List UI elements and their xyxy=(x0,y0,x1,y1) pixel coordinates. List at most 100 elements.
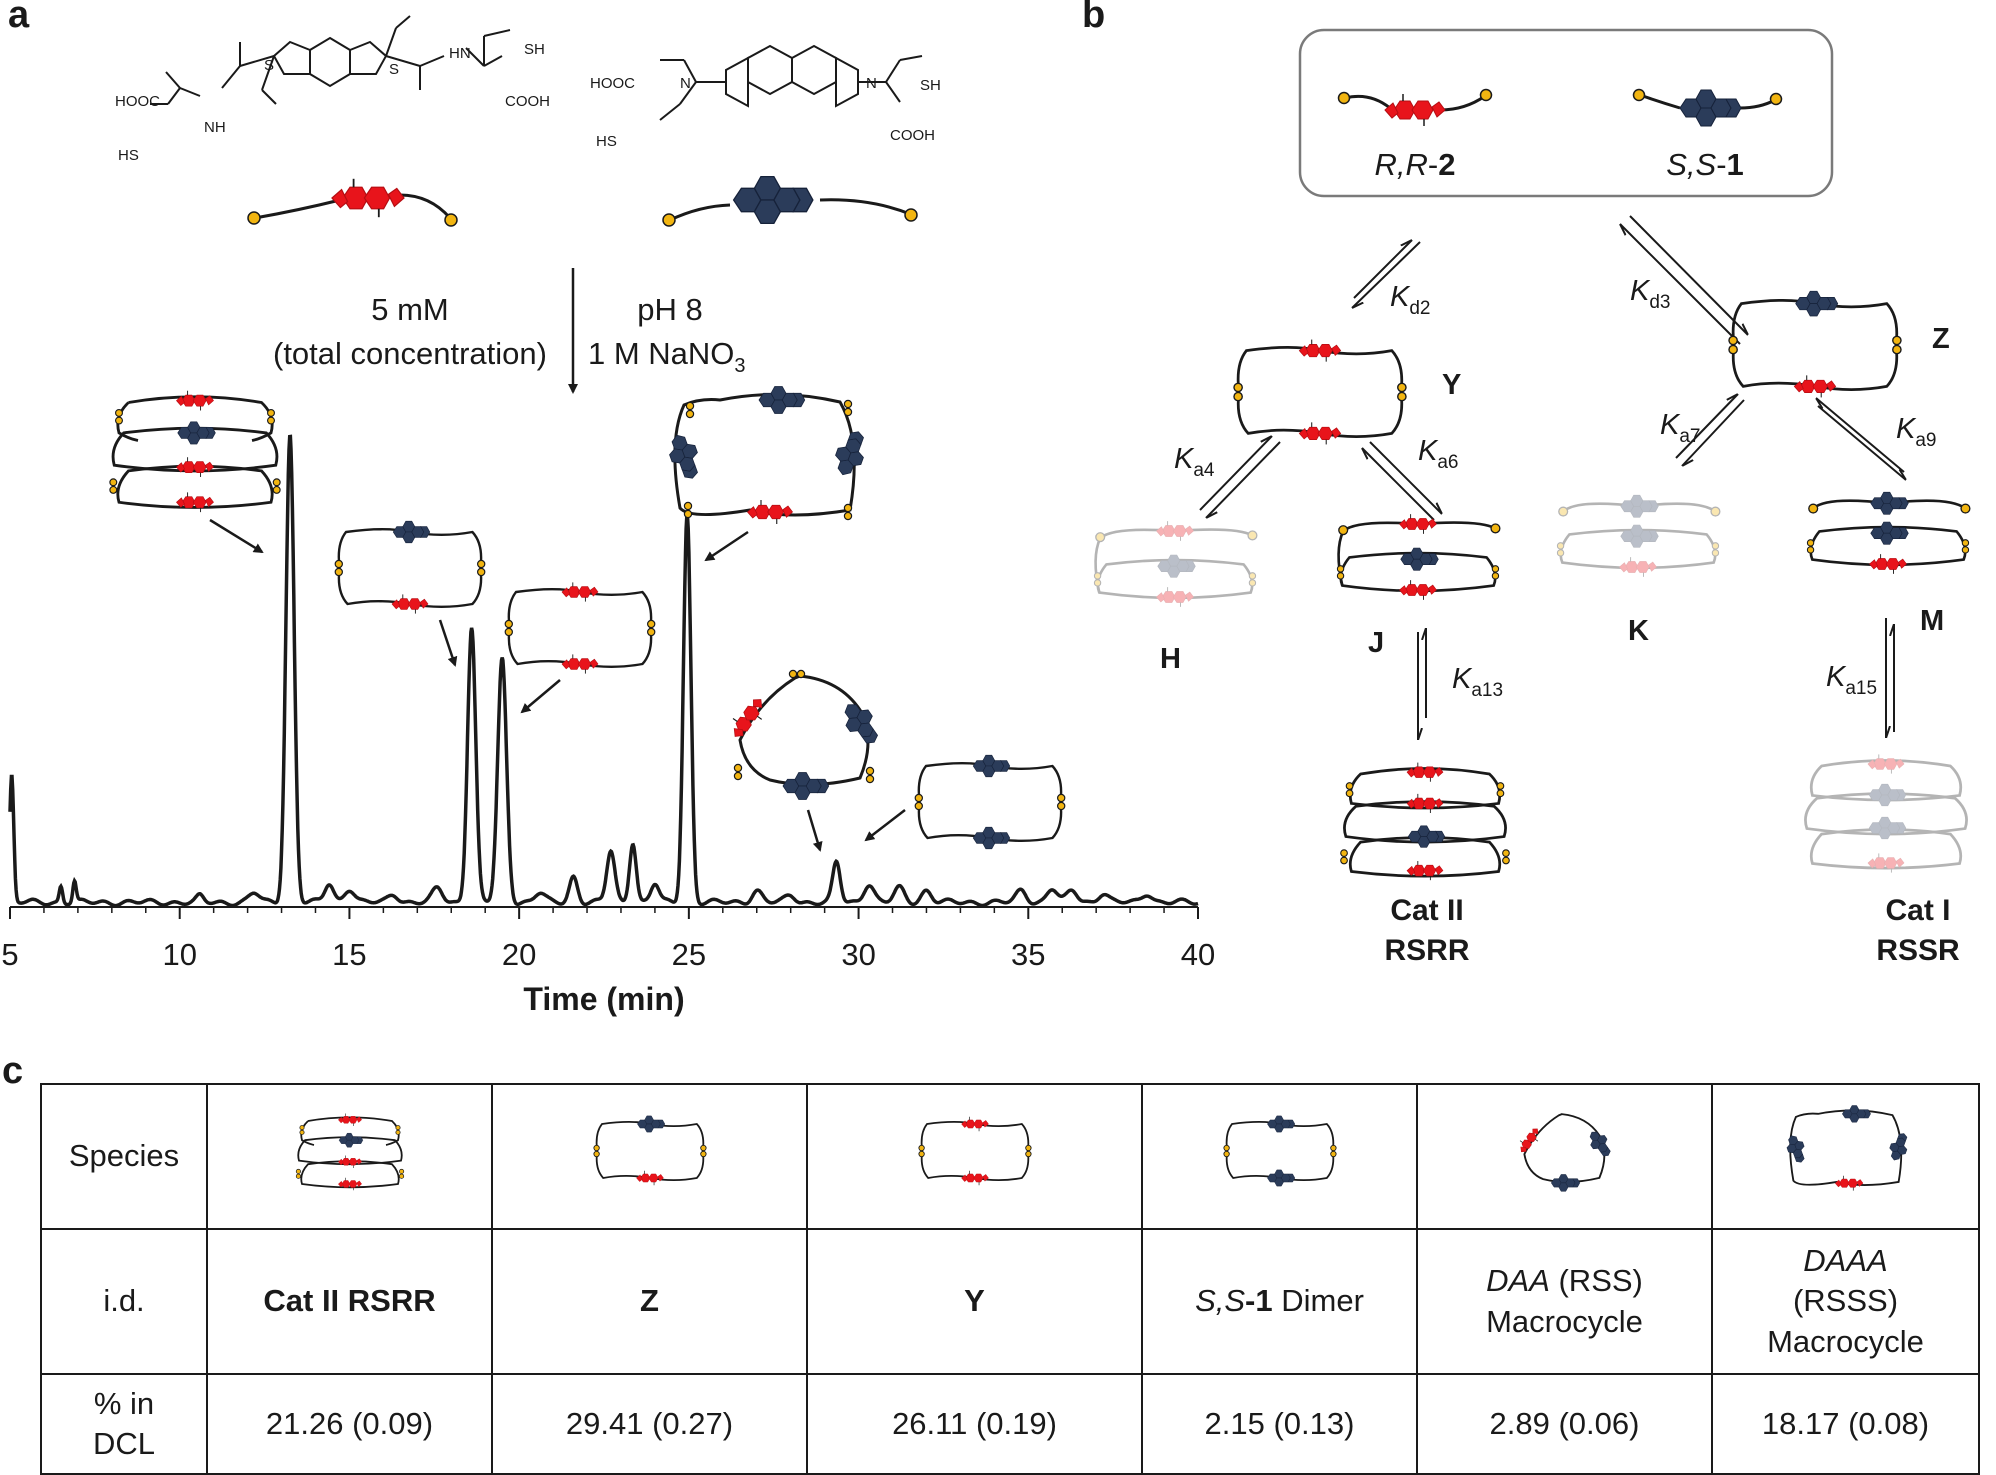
ka9-label-sub: a9 xyxy=(1915,430,1936,451)
kd2-label: Kd2 xyxy=(1390,281,1430,319)
ka6-label-sub: a6 xyxy=(1437,452,1458,473)
table-row-species: Species xyxy=(40,1083,1980,1230)
id-rss-italic: DAA xyxy=(1486,1263,1550,1299)
id-dimer: S,S-1 Dimer xyxy=(1141,1228,1418,1375)
sulfur-label: S xyxy=(264,57,274,74)
species-icon-dimer xyxy=(1220,1111,1340,1191)
ka15-label-sub: a15 xyxy=(1845,678,1877,699)
x-axis-label: Time (min) xyxy=(523,981,684,1017)
ss1-label-number: 1 xyxy=(1727,147,1744,182)
panel-letter-a: a xyxy=(8,0,30,36)
kd2-label-k: K xyxy=(1390,281,1411,313)
species-h-label: H xyxy=(1160,643,1181,675)
cat-ii-config: RSRR xyxy=(1384,934,1469,967)
ka6-label-k: K xyxy=(1418,435,1439,467)
species-cell-z xyxy=(491,1083,808,1230)
hs-label: HS xyxy=(118,147,139,164)
species-y xyxy=(1234,340,1406,445)
peak-annotation-rsss xyxy=(663,386,872,562)
species-cell-rsss xyxy=(1711,1083,1980,1230)
ss1-label-stereo: S,S xyxy=(1666,147,1716,182)
cat-i-config: RSSR xyxy=(1876,934,1960,967)
peak-annotation-cat-ii xyxy=(110,391,280,554)
species-cell-dimer xyxy=(1141,1083,1418,1230)
tick-label-20: 20 xyxy=(502,937,536,972)
table-row-percent: % in DCL 21.26 (0.09) 29.41 (0.27) 26.11… xyxy=(40,1373,1980,1475)
kd3-label-k: K xyxy=(1630,275,1651,307)
percent-rss: 2.89 (0.06) xyxy=(1416,1373,1713,1475)
row-header-species: Species xyxy=(40,1083,208,1230)
species-j xyxy=(1337,514,1499,600)
id-dimer-rest: Dimer xyxy=(1272,1283,1364,1319)
id-rss: DAA (RSS)Macrocycle xyxy=(1416,1228,1713,1375)
chromatogram-trace xyxy=(8,434,1199,908)
conditions-ph: pH 8 xyxy=(637,292,702,327)
tick-label-5: 5 xyxy=(1,937,18,972)
ss1-label: S,S-1 xyxy=(1666,147,1744,182)
conditions-total-concentration: (total concentration) xyxy=(273,336,547,371)
nitrogen-label: N xyxy=(866,75,877,92)
id-dimer-number: -1 xyxy=(1245,1283,1273,1319)
cooh-label: COOH xyxy=(890,127,935,144)
tick-label-30: 30 xyxy=(841,937,875,972)
rr2-label-stereo: R,R xyxy=(1375,147,1428,182)
id-dimer-stereo: S,S xyxy=(1195,1283,1246,1319)
x-axis-ticks xyxy=(9,907,1199,919)
id-rsss-macrocycle: Macrocycle xyxy=(1767,1323,1924,1359)
rr2-label-number: 2 xyxy=(1438,147,1455,182)
kd3-label: Kd3 xyxy=(1630,275,1670,313)
tick-label-15: 15 xyxy=(332,937,366,972)
building-block-red-cartoon xyxy=(247,177,458,227)
species-j-label: J xyxy=(1368,627,1384,659)
species-cell-y xyxy=(806,1083,1143,1230)
ka7-label: Ka7 xyxy=(1660,409,1700,447)
cooh-label: COOH xyxy=(505,93,550,110)
ka4-label-sub: a4 xyxy=(1193,460,1215,481)
species-icon-rss xyxy=(1514,1113,1615,1192)
peak-annotation-y xyxy=(505,582,655,714)
percent-cat-ii: 21.26 (0.09) xyxy=(206,1373,493,1475)
chemical-structure-right: HOOC SH HS COOH N N xyxy=(590,44,941,150)
species-m xyxy=(1807,492,1969,574)
id-y: Y xyxy=(806,1228,1143,1375)
cat-ii-label: Cat II xyxy=(1390,894,1463,927)
equilibrium-arrows xyxy=(1199,215,1906,740)
species-cat-ii xyxy=(1341,763,1510,881)
sh-label: SH xyxy=(920,77,941,94)
ka9-label-k: K xyxy=(1896,413,1917,445)
ka7-label-sub: a7 xyxy=(1679,426,1700,447)
species-icon-y xyxy=(915,1111,1035,1191)
ka9-label: Ka9 xyxy=(1896,413,1936,451)
building-block-rr2 xyxy=(1337,88,1493,127)
chromatogram: 5 10 15 20 25 30 35 40 Time (min) xyxy=(1,434,1215,1017)
percent-rsss: 18.17 (0.08) xyxy=(1711,1373,1980,1475)
peak-annotation-z xyxy=(335,521,485,667)
row-header-percent: % in DCL xyxy=(40,1373,208,1475)
species-m-label: M xyxy=(1920,605,1944,637)
tick-label-25: 25 xyxy=(672,937,706,972)
peak-annotation-dimer xyxy=(864,755,1065,849)
species-cell-rss xyxy=(1416,1083,1713,1230)
species-h-faded xyxy=(1094,521,1256,607)
species-cell-cat-ii xyxy=(206,1083,493,1230)
hooc-label: HOOC xyxy=(590,75,635,92)
nitrogen-label: N xyxy=(680,75,691,92)
building-blocks-box xyxy=(1298,28,1834,198)
panel-letter-b: b xyxy=(1082,0,1106,36)
ka4-label-k: K xyxy=(1174,443,1195,475)
ka13-label-sub: a13 xyxy=(1471,680,1503,701)
id-rss-config: (RSS) xyxy=(1549,1263,1643,1299)
species-icon-rsss xyxy=(1782,1105,1912,1192)
species-table: Species xyxy=(40,1083,1980,1475)
percent-z: 29.41 (0.27) xyxy=(491,1373,808,1475)
conditions-salt: 1 M NaNO3 xyxy=(588,336,746,377)
ka13-label: Ka13 xyxy=(1452,663,1503,701)
species-icon-cat-ii xyxy=(290,1101,410,1201)
species-z xyxy=(1729,291,1901,397)
percent-y: 26.11 (0.19) xyxy=(806,1373,1143,1475)
ka7-label-k: K xyxy=(1660,409,1681,441)
tick-label-40: 40 xyxy=(1181,937,1215,972)
species-z-label: Z xyxy=(1932,323,1950,355)
figure-canvas: S S HOOC NH HN HS SH COOH HOOC SH HS COO… xyxy=(1,15,1996,1017)
kd2-label-sub: d2 xyxy=(1409,298,1430,319)
